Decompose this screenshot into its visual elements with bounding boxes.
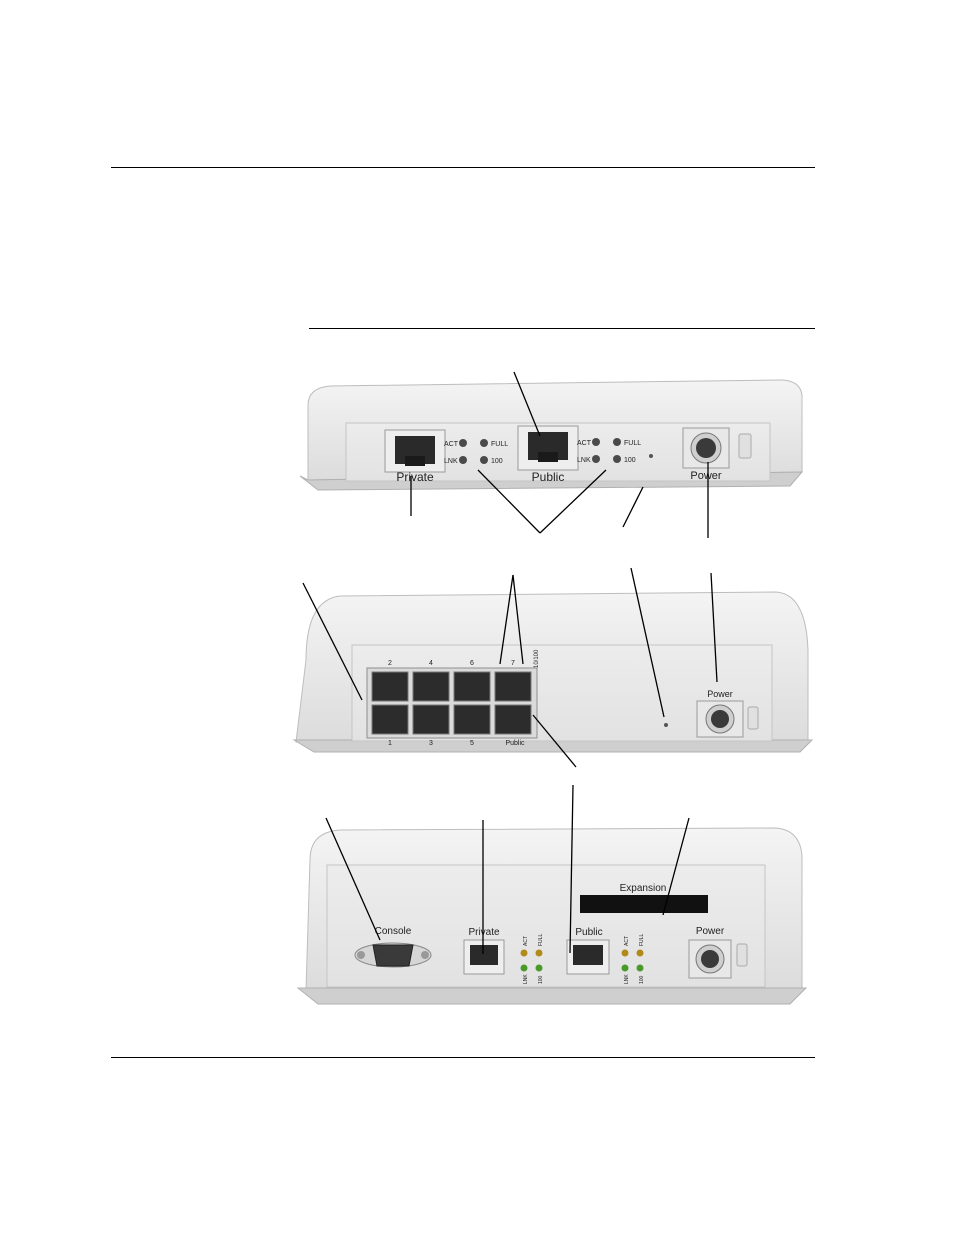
unit1-full-led	[480, 439, 488, 447]
unit2-power-label: Power	[707, 689, 733, 699]
port-number-2: 2	[388, 660, 392, 667]
unit1-full-label-2: FULL	[624, 440, 641, 447]
unit3-100-label: 100	[538, 975, 544, 984]
unit1-lnk-led	[459, 456, 467, 464]
port-number-4: 4	[429, 660, 433, 667]
unit3-lnk-label-2: LNK	[624, 974, 630, 984]
unit3-expansion-label: Expansion	[620, 883, 667, 894]
port-4	[412, 671, 450, 702]
unit3-full-label-2: FULL	[639, 934, 645, 946]
unit3-private-port	[463, 939, 505, 975]
port-public	[494, 704, 532, 735]
unit2-speed-label: 10/100	[534, 649, 540, 668]
unit1-act-led	[459, 439, 467, 447]
header-rule	[111, 167, 815, 168]
unit1-callout-lines	[410, 371, 709, 538]
unit3-power-connector	[688, 939, 732, 979]
unit1-public-port	[517, 425, 579, 471]
port-1	[371, 704, 409, 735]
port-3	[412, 704, 450, 735]
device-unit-3: Expansion Console Private ACT FULL LNK 1…	[296, 827, 808, 1005]
port-7	[494, 671, 532, 702]
port-6	[453, 671, 491, 702]
unit3-act-label: ACT	[523, 936, 529, 946]
port-5	[453, 704, 491, 735]
unit3-power-label: Power	[696, 926, 725, 937]
port-number-5: 5	[470, 740, 474, 747]
unit1-100-led	[480, 456, 488, 464]
unit3-vent	[736, 943, 748, 967]
unit1-lnk-led-2	[592, 455, 600, 463]
port-number-7: 7	[511, 660, 515, 667]
port-number-3: 3	[429, 740, 433, 747]
unit3-act-label-2: ACT	[624, 936, 630, 946]
unit3-full-label: FULL	[538, 934, 544, 946]
unit3-expansion-slot	[580, 895, 708, 913]
unit1-100-label-2: 100	[624, 457, 636, 464]
unit1-private-label: Private	[396, 470, 434, 484]
footer-rule	[111, 1057, 815, 1058]
unit1-full-led-2	[613, 438, 621, 446]
unit3-100-label-2: 100	[639, 975, 645, 984]
unit1-power-connector	[682, 427, 730, 469]
figure-rule	[309, 328, 815, 329]
unit1-act-label-2: ACT	[577, 440, 592, 447]
unit2-vent	[747, 706, 759, 730]
unit1-full-label: FULL	[491, 441, 508, 448]
unit3-callout-lines	[325, 784, 690, 954]
unit1-public-label: Public	[532, 470, 565, 484]
unit2-power-connector	[696, 700, 744, 738]
unit1-reset-hole	[649, 454, 653, 458]
device-unit-2: 2 4 6 7 1 3 5 Public 10/100 Power	[292, 591, 814, 753]
unit1-lnk-label: LNK	[444, 458, 458, 465]
port-public-label: Public	[505, 740, 525, 747]
unit1-lnk-label-2: LNK	[577, 457, 591, 464]
unit2-reset-hole	[664, 723, 668, 727]
unit3-private-label: Private	[468, 927, 500, 938]
unit1-private-port	[384, 429, 446, 473]
port-number-1: 1	[388, 740, 392, 747]
unit3-public-port	[566, 939, 610, 975]
unit2-switch-ports	[366, 667, 538, 739]
unit3-lnk-label: LNK	[523, 974, 529, 984]
device-unit-1: Private ACT LNK FULL 100 Public ACT LNK …	[299, 379, 804, 491]
unit1-100-led-2	[613, 455, 621, 463]
unit3-public-label: Public	[575, 927, 602, 938]
port-2	[371, 671, 409, 702]
unit1-vent	[738, 433, 752, 459]
port-number-6: 6	[470, 660, 474, 667]
unit3-private-leds	[520, 949, 543, 972]
unit2-callout-lines	[302, 567, 718, 768]
unit1-act-led-2	[592, 438, 600, 446]
unit1-act-label: ACT	[444, 441, 459, 448]
unit3-public-leds	[621, 949, 644, 972]
unit3-console-port	[354, 942, 432, 968]
unit1-100-label: 100	[491, 458, 503, 465]
unit3-console-label: Console	[375, 926, 412, 937]
unit1-power-label: Power	[690, 470, 722, 482]
